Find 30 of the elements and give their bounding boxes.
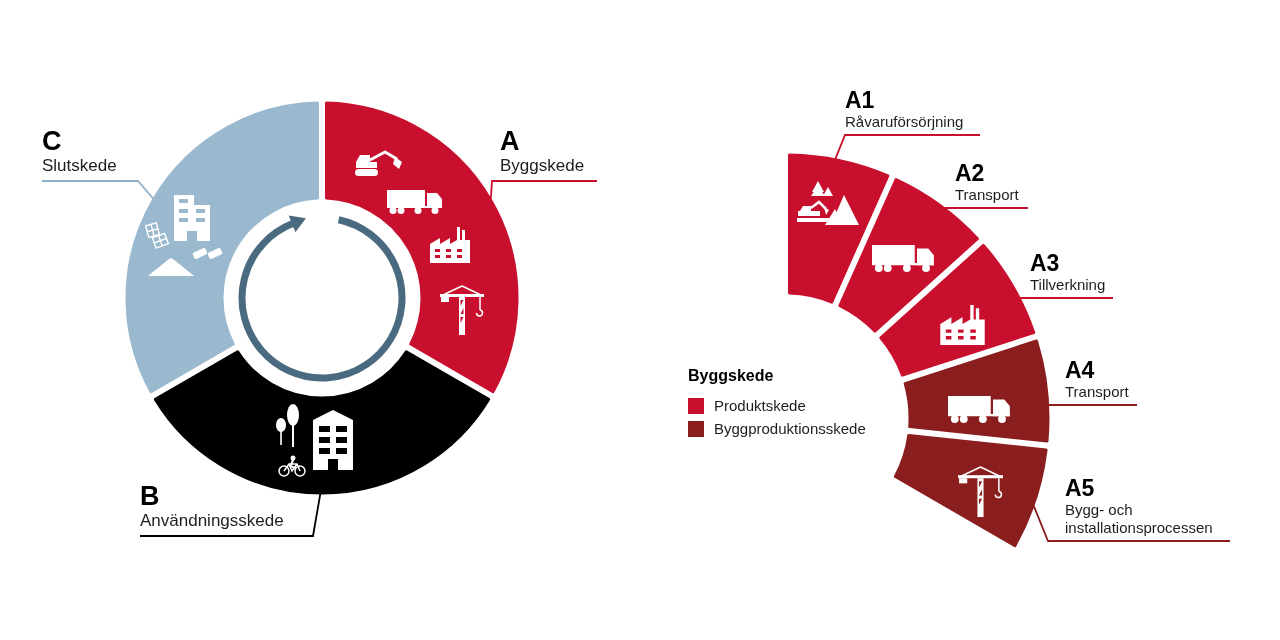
stage-code: A5 bbox=[1065, 476, 1095, 501]
leader-line bbox=[139, 493, 322, 537]
stage-code: A4 bbox=[1065, 358, 1095, 383]
legend-title: Byggskede bbox=[688, 366, 774, 386]
ring-segment bbox=[125, 101, 320, 394]
stage-code: A1 bbox=[845, 88, 875, 113]
stage-code: C bbox=[42, 127, 62, 155]
stage-name: Bygg- och installationsprocessen bbox=[1065, 501, 1214, 537]
stage-name: Användningsskede bbox=[140, 510, 284, 531]
fan-segment bbox=[787, 153, 890, 305]
stage-code: B bbox=[140, 482, 160, 510]
stage-name: Transport bbox=[1065, 383, 1129, 401]
leader-line bbox=[1047, 404, 1138, 406]
legend-label: Byggproduktionsskede bbox=[714, 419, 866, 438]
leader-line bbox=[1019, 297, 1114, 299]
stage-name: Transport bbox=[955, 186, 1019, 204]
stage-code: A2 bbox=[955, 161, 985, 186]
legend-label: Produktskede bbox=[714, 396, 806, 415]
stage-code: A3 bbox=[1030, 251, 1060, 276]
stage-name: Tillverkning bbox=[1030, 276, 1106, 294]
leader-line bbox=[944, 207, 1029, 209]
stage-name: Råvaruförsörjning bbox=[845, 113, 964, 131]
leader-line bbox=[41, 180, 154, 200]
leader-line bbox=[490, 180, 598, 200]
stage-name: Slutskede bbox=[42, 155, 117, 176]
fan-segment bbox=[893, 433, 1049, 548]
leader-line bbox=[1032, 505, 1231, 542]
leader-line bbox=[834, 134, 981, 160]
stage-code: A bbox=[500, 127, 520, 155]
stage-name: Byggskede bbox=[500, 155, 585, 176]
